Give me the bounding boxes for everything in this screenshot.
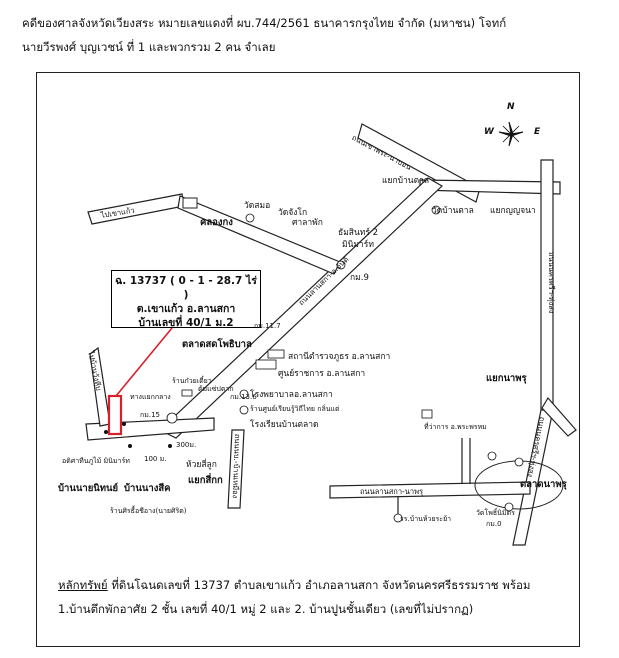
label-shop-keng: ร้านศิรธื้อชีอาง(นายศิริต)	[110, 507, 187, 515]
label-market: ตลาดสดโพธิบาล	[182, 339, 252, 350]
label-police: สถานีตำรวจภูธร อ.ลานสกา	[288, 352, 391, 362]
label-district-center: ศูนย์ราชการ อ.ลานสกา	[278, 369, 366, 379]
label-wat-samo: วัดสมอ	[244, 201, 271, 211]
label-km0: กม.0	[486, 520, 502, 528]
label-learning-center: ร้านศูนย์เรียนรู้วิถีไทย กลิ่นแต่	[250, 405, 340, 413]
small-markers	[104, 422, 172, 448]
label-school: โรงเรียนบ้านตลาด	[250, 420, 319, 430]
compass-north: N	[507, 102, 515, 112]
callout-line-1: ฉ. 13737 ( 0 - 1 - 28.7 ไร่ )	[115, 275, 257, 301]
road-label-bottom-mid: ถนนนบ.-บ้านเหมือง	[230, 433, 243, 499]
label-shop-ao-2: ต้มแซ่ปตาก	[198, 385, 234, 393]
label-km9: กม.9	[350, 273, 369, 283]
label-ambulance: ทางแยกกลาง	[130, 393, 171, 401]
temple-icons	[166, 205, 524, 523]
label-salamsom-line-2: มินิมาร์ท	[342, 240, 374, 250]
road-label-vertical-right: ถนนนครศรีฯ-ทุ่งสง	[547, 252, 556, 314]
label-khlong-kong: คลองกง	[200, 217, 233, 228]
label-wat-jang-ko: วัดจังโก	[278, 208, 308, 218]
label-wat-ban-tan: วัดบ้านตาล	[432, 206, 474, 216]
label-pha-rang-mini: อดิศาทีนภูไม้ มินิมาร์ท	[62, 457, 130, 465]
label-km15: กม.15	[140, 411, 160, 419]
plot-marker	[107, 394, 123, 436]
label-ban-nai-nit: บ้านนายนิทนย์	[58, 483, 119, 494]
label-huai-sok: ห้วยสี่ลูก	[186, 460, 217, 470]
label-market-na-phru: ตลาดนาพรุ	[520, 479, 567, 490]
callout-line-3: บ้านเลขที่ 40/1 ม.2	[138, 317, 234, 329]
label-yaek-ban-tan: แยกบ้านตาล	[382, 176, 430, 186]
label-dist-300: 300ม.	[176, 441, 197, 449]
label-sala-phak: ศาลาพัก	[292, 218, 323, 228]
road-main-diagonal	[158, 177, 443, 439]
building-icons	[181, 349, 433, 419]
label-shop-ao: ร้านก๋วยเตี๋ยว	[172, 377, 212, 385]
label-yaek-sikok: แยกสี่กก	[188, 475, 223, 486]
caption-prefix: หลักทรัพย์	[58, 578, 108, 592]
label-yaek-na-phru: แยกนาพรุ	[486, 373, 527, 384]
caption-line-1-rest: ที่ดินโฉนดเลขที่ 13737 ตำบลเขาแก้ว อำเภอ…	[107, 578, 531, 592]
label-yaek-nan-maa: แยกญญจนา	[490, 206, 536, 216]
caption-line-2: 1.บ้านตึกพักอาศัย 2 ชั้น เลขที่ 40/1 หมู…	[58, 602, 474, 616]
callout-line-2: ต.เขาแก้ว อ.ลานสกา	[136, 303, 236, 315]
road-na-phru	[541, 396, 577, 437]
compass-east: E	[534, 127, 541, 137]
road-label-south: ถนนลานสกา-นาพรุ	[360, 487, 424, 496]
label-km13-6: กม.13.6	[230, 393, 257, 401]
map-frame	[36, 72, 580, 647]
label-wat-phi-mit: วัดโพธิ์นิมิตร	[476, 509, 515, 517]
compass-west: W	[484, 127, 494, 137]
label-km11-7: กม.11.7	[254, 322, 281, 330]
callout-leader	[115, 327, 173, 397]
plot-callout: ฉ. 13737 ( 0 - 1 - 28.7 ไร่ ) ต.เขาแก้ว …	[111, 270, 261, 329]
label-salamsom-line-1: ธัมสินทร์ 2	[338, 228, 379, 238]
header-line-1: คดีของศาลจังหวัดเวียงสระ หมายเลขแดงที่ ผ…	[22, 16, 507, 30]
label-ban-nang-sit: บ้านนางสีค	[124, 483, 171, 494]
label-hospital: โรงพยาบาลอ.ลานสกา	[250, 390, 333, 400]
label-ror-ror-school: รร.บ้านห้วยระย้า	[400, 515, 452, 523]
road-west-to-main	[177, 195, 341, 275]
bridge-icon	[182, 197, 198, 209]
road-bottom-mid	[227, 429, 245, 509]
compass-icon	[498, 121, 524, 147]
road-south	[329, 481, 531, 499]
label-dist-100: 100 ม.	[144, 455, 167, 463]
header-line-2: นายวีรพงศ์ บุญเวชน์ ที่ 1 และพวกรวม 2 คน…	[22, 40, 276, 54]
label-thi-ban-kan: ที่ว่าการ อ.พระพรหม	[424, 423, 487, 431]
caption-line-1: หลักทรัพย์ ที่ดินโฉนดเลขที่ 13737 ตำบลเข…	[58, 578, 531, 592]
